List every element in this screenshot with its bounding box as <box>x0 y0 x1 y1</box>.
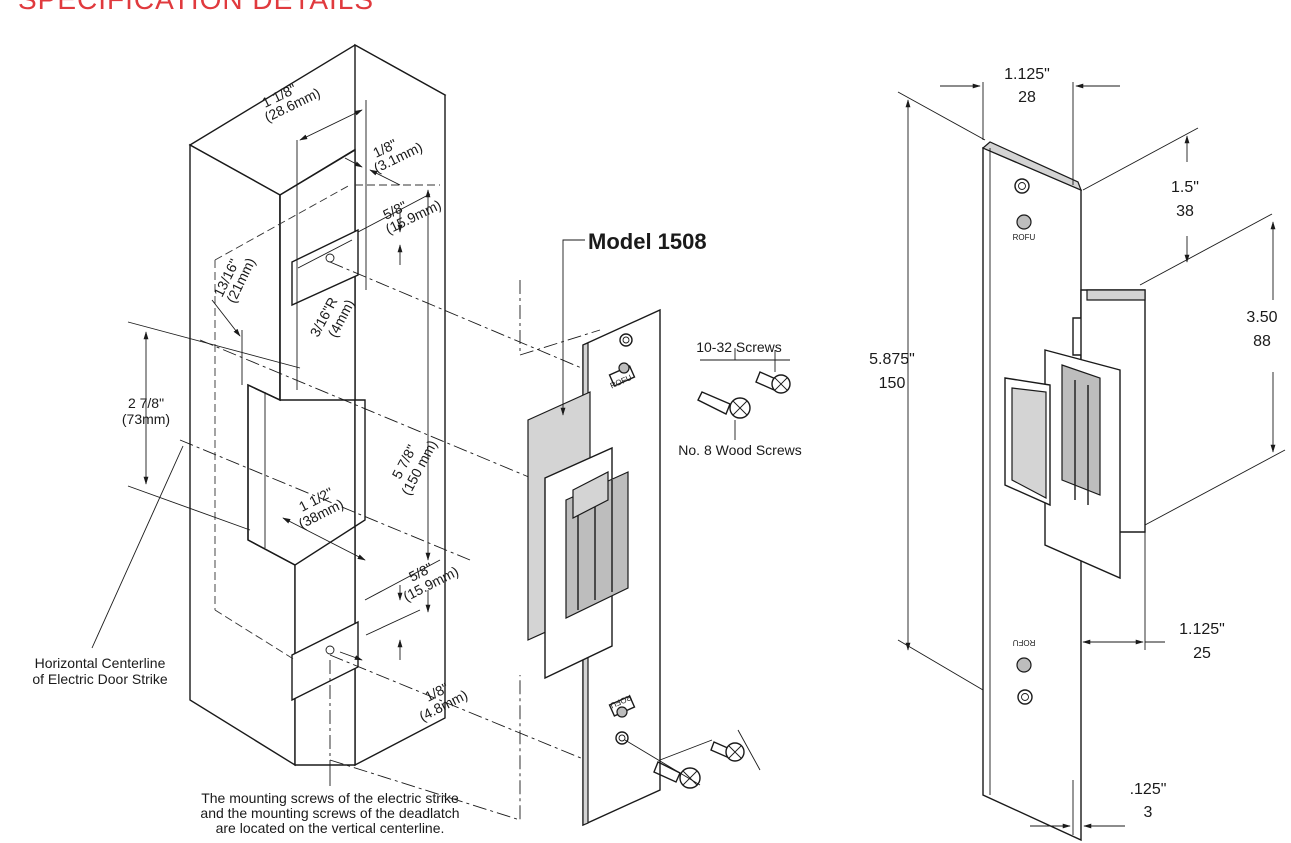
model-side-view: ROFU ROFU 1.125" 28 5.875" 150 1.5" 38 3… <box>869 66 1286 842</box>
mounting-note-line3: are located on the vertical centerline. <box>216 820 445 836</box>
thickness-inch: .125" <box>1130 781 1167 798</box>
mounting-note-line2: and the mounting screws of the deadlatch <box>200 805 459 821</box>
body-depth-mm: 25 <box>1193 645 1211 662</box>
body-depth-inch: 1.125" <box>1179 621 1225 638</box>
top-offset-mm: 38 <box>1176 203 1194 220</box>
top-width-mm: 28 <box>1018 89 1036 106</box>
centerline-label-line1: Horizontal Centerline <box>35 655 166 671</box>
wood-screw-icon <box>697 391 751 419</box>
model-1508-view: ROFU ROFU Model 1508 10-32 Screws No. 8 … <box>527 229 802 827</box>
side-brand-top: ROFU <box>1013 233 1036 242</box>
page-title: SPECIFICATION DETAILS <box>18 0 374 16</box>
top-offset-inch: 1.5" <box>1171 179 1199 196</box>
body-height-mm: 88 <box>1253 333 1271 350</box>
dim-height-two-seven-eighths-mm: (73mm) <box>122 411 170 427</box>
total-height-inch: 5.875" <box>869 351 915 368</box>
dim-height-two-seven-eighths-inch: 2 7/8" <box>128 395 164 411</box>
top-width-inch: 1.125" <box>1004 66 1050 83</box>
svg-text:1 1/2" (38mm): 1 1/2" (38mm) <box>289 482 346 532</box>
wood-screws-label: No. 8 Wood Screws <box>678 442 801 458</box>
model-label: Model 1508 <box>588 229 707 254</box>
machine-screws-label: 10-32 Screws <box>696 339 782 355</box>
centerline-label-line2: of Electric Door Strike <box>32 671 168 687</box>
door-frame-cutout-view: 1 1/8" (28.6mm) 1/8" (3.1mm) 5/8" (15.9m… <box>32 43 611 836</box>
mounting-note-line1: The mounting screws of the electric stri… <box>201 790 459 806</box>
lower-wood-screw-icon <box>653 761 701 789</box>
body-height-inch: 3.50 <box>1246 309 1277 326</box>
thickness-mm: 3 <box>1144 804 1153 821</box>
machine-screw-icon <box>755 371 791 394</box>
side-brand-bottom: ROFU <box>1012 638 1035 647</box>
total-height-mm: 150 <box>879 375 906 392</box>
lower-machine-screw-icon <box>710 741 745 762</box>
